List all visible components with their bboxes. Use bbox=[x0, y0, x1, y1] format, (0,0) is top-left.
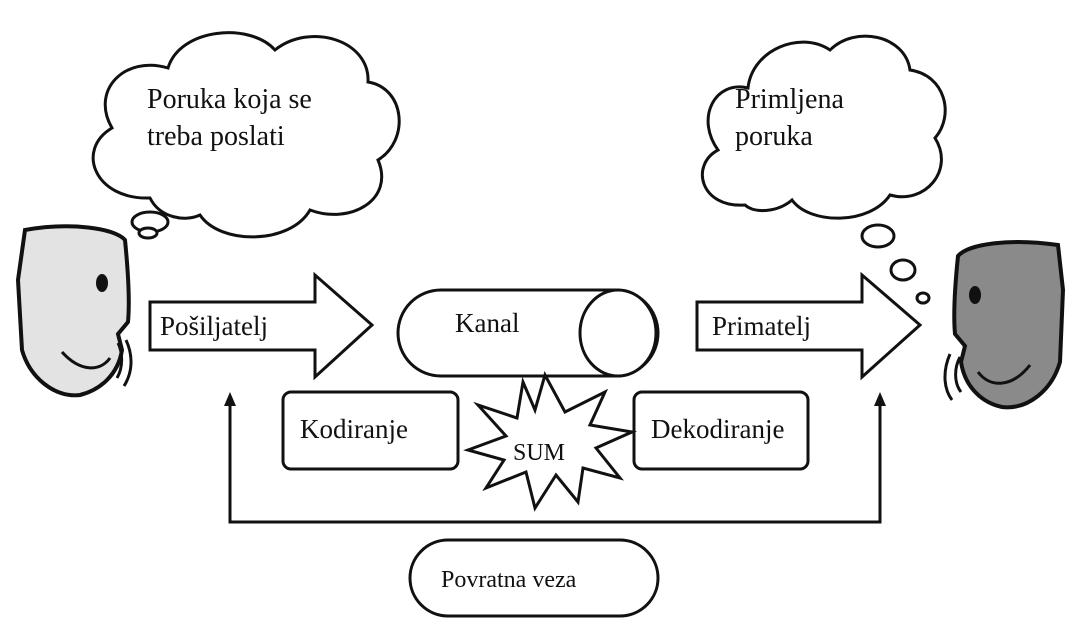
channel-pipe: Kanal bbox=[396, 288, 660, 378]
noise-burst: SUM bbox=[463, 371, 638, 512]
receiver-face-shape bbox=[952, 240, 1066, 410]
noise-label: SUM bbox=[513, 440, 565, 466]
sender-face-shape bbox=[15, 224, 131, 398]
channel-label: Kanal bbox=[455, 308, 519, 338]
sender-thought-cloud: Poruka koja se treba poslati bbox=[91, 31, 401, 240]
receiver-eye bbox=[969, 286, 981, 304]
feedback-arrowhead-left bbox=[224, 392, 236, 406]
receiver-arrow: Primatelj bbox=[695, 271, 923, 381]
encoding-label: Kodiranje bbox=[300, 414, 408, 444]
sender-head bbox=[15, 224, 133, 398]
sender-eye bbox=[96, 274, 108, 292]
sender-sound-waves bbox=[115, 339, 133, 387]
feedback-loop bbox=[224, 392, 886, 524]
sender-arrow-label: Pošiljatelj bbox=[160, 311, 268, 341]
feedback-oval: Povratna veza bbox=[408, 538, 660, 618]
receiver-head bbox=[943, 240, 1066, 410]
receiver-sound-waves bbox=[943, 353, 963, 401]
feedback-arrowhead-right bbox=[874, 392, 886, 406]
feedback-label: Povratna veza bbox=[441, 567, 577, 593]
receiver-arrow-label: Primatelj bbox=[712, 311, 811, 341]
decoding-box: Dekodiranje bbox=[632, 390, 810, 471]
sender-thought-line-2: treba poslati bbox=[147, 121, 285, 152]
sender-thought-line-1: Poruka koja se bbox=[147, 84, 312, 115]
receiver-thought-line-1: Primljena bbox=[735, 84, 844, 115]
decoding-label: Dekodiranje bbox=[651, 414, 784, 444]
receiver-thought-line-2: poruka bbox=[735, 121, 813, 152]
sender-arrow: Pošiljatelj bbox=[148, 271, 375, 381]
feedback-line bbox=[228, 400, 882, 524]
sender-mouth bbox=[60, 350, 112, 370]
receiver-thought-cloud: Primljena poruka bbox=[701, 34, 947, 305]
encoding-box: Kodiranje bbox=[281, 390, 460, 471]
receiver-mouth bbox=[976, 364, 1032, 385]
